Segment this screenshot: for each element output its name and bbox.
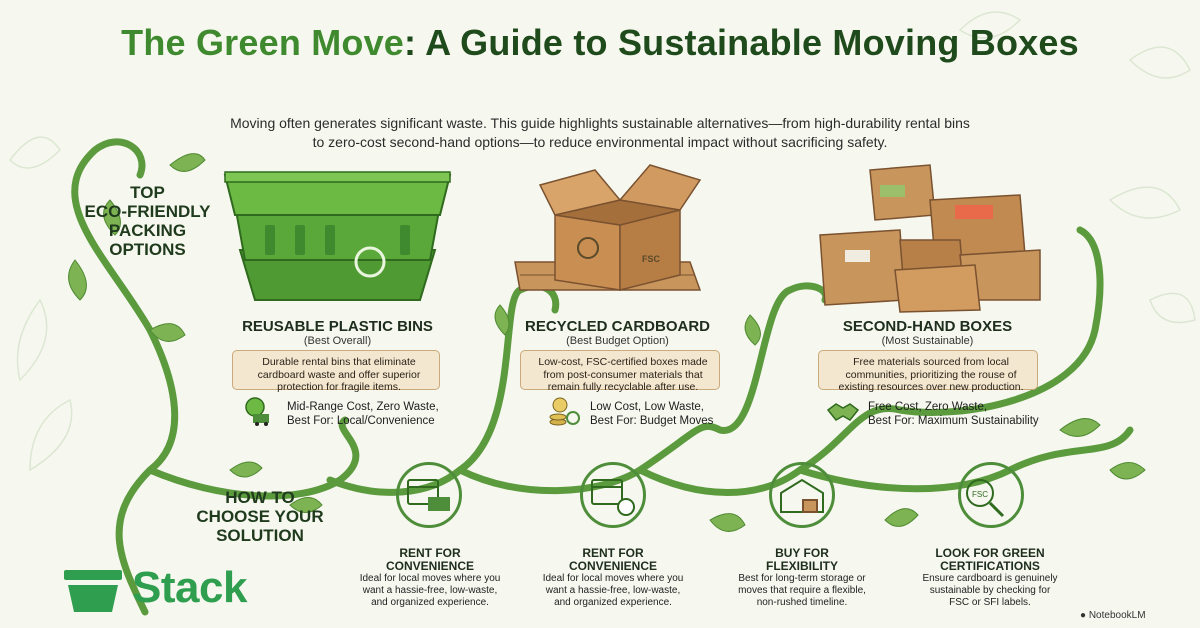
- globe-truck-icon: [243, 396, 273, 426]
- option-stats-line2: Best For: Maximum Sustainability: [868, 415, 1039, 427]
- option-stats: Low Cost, Low Waste, Best For: Budget Mo…: [590, 400, 730, 428]
- how-line3: SOLUTION: [216, 526, 304, 545]
- plastic-bins-illustration: [223, 171, 452, 301]
- stack-brand-name: Stack: [132, 563, 247, 612]
- step-desc-line3: non-rushed timeline.: [756, 597, 848, 608]
- step-desc-line3: FSC or SFI labels.: [949, 597, 1031, 608]
- step-desc-line2: sustainable by checking for: [929, 585, 1051, 596]
- step-green-certifications: LOOK FOR GREEN CERTIFICATIONS Ensure car…: [900, 547, 1080, 609]
- option-stats-line1: Mid-Range Cost, Zero Waste,: [287, 401, 439, 413]
- option-stats: Free Cost, Zero Waste, Best For: Maximum…: [868, 400, 1048, 428]
- option-description-tag: Low-cost, FSC-certified boxes made from …: [520, 350, 720, 393]
- step-title-line1: RENT FOR: [582, 546, 644, 560]
- top-options-line4: OPTIONS: [109, 240, 186, 259]
- vine-leaves: [68, 153, 1146, 532]
- step-desc-line1: Best for long-term storage or: [738, 573, 866, 584]
- step-title-line1: RENT FOR: [399, 546, 461, 560]
- title-highlight: The Green Move: [121, 22, 405, 63]
- option-subtitle: (Best Overall): [303, 335, 372, 347]
- option-title: SECOND-HAND BOXES: [842, 318, 1013, 335]
- how-line2: CHOOSE YOUR: [196, 507, 324, 526]
- top-options-line3: PACKING: [108, 221, 187, 240]
- step-rent-convenience-1: RENT FOR CONVENIENCE Ideal for local mov…: [340, 547, 520, 609]
- option-description-tag: Durable rental bins that eliminate cardb…: [232, 350, 440, 393]
- step-rent-convenience-2: RENT FOR CONVENIENCE Ideal for local mov…: [523, 547, 703, 609]
- stack-logo-icon: [64, 570, 122, 612]
- option-card-recycled-cardboard: RECYCLED CARDBOARD (Best Budget Option): [505, 318, 730, 347]
- option-subtitle: (Most Sustainable): [881, 335, 974, 347]
- option-title: REUSABLE PLASTIC BINS: [242, 318, 433, 335]
- step-desc-line2: want a hassie-free, low-waste,: [362, 585, 498, 596]
- option-stats-line1: Free Cost, Zero Waste,: [868, 401, 988, 413]
- background-leaves: [9, 11, 1196, 472]
- notebooklm-icon: ●: [1080, 610, 1087, 621]
- cardboard-box-illustration: [514, 164, 702, 291]
- step-title-line2: CONVENIENCE: [568, 559, 657, 573]
- step-title-line1: LOOK FOR GREEN: [935, 546, 1045, 560]
- step-title-line2: CONVENIENCE: [385, 559, 474, 573]
- option-description-tag: Free materials sourced from local commun…: [818, 350, 1038, 393]
- option-stats-line2: Best For: Local/Convenience: [287, 415, 435, 427]
- page-title: The Green Move: A Guide to Sustainable M…: [0, 22, 1200, 64]
- title-rest: : A Guide to Sustainable Moving Boxes: [404, 22, 1079, 63]
- step-title-line2: FLEXIBILITY: [766, 559, 838, 573]
- step-desc-line1: Ideal for local moves where you: [359, 573, 501, 584]
- step-circle-rent-1: [396, 462, 462, 528]
- top-options-line1: TOP: [130, 183, 165, 202]
- top-options-heading: TOP ECO-FRIENDLY PACKING OPTIONS: [60, 183, 235, 259]
- option-stats-line1: Low Cost, Low Waste,: [590, 401, 704, 413]
- credit-text: NotebookLM: [1088, 610, 1146, 621]
- step-title-line1: BUY FOR: [775, 546, 829, 560]
- step-circle-buy: [769, 462, 835, 528]
- step-buy-flexibility: BUY FOR FLEXIBILITY Best for long-term s…: [712, 547, 892, 609]
- coins-recycle-icon: [548, 396, 580, 428]
- option-card-second-hand-boxes: SECOND-HAND BOXES (Most Sustainable): [815, 318, 1040, 347]
- option-card-plastic-bins: REUSABLE PLASTIC BINS (Best Overall): [225, 318, 450, 347]
- handshake-icon: [826, 398, 860, 426]
- option-stats: Mid-Range Cost, Zero Waste, Best For: Lo…: [287, 400, 457, 428]
- notebooklm-credit: ● NotebookLM: [1080, 610, 1146, 621]
- step-circle-rent-2: [580, 462, 646, 528]
- top-options-line2: ECO-FRIENDLY: [84, 202, 211, 221]
- fsc-box-label: FSC: [642, 254, 661, 264]
- option-title: RECYCLED CARDBOARD: [524, 318, 710, 335]
- how-to-choose-heading: HOW TO CHOOSE YOUR SOLUTION: [190, 488, 330, 545]
- step-desc-line3: and organized experience.: [371, 597, 489, 608]
- step-title-line2: CERTIFICATIONS: [940, 559, 1040, 573]
- how-line1: HOW TO: [225, 488, 295, 507]
- intro-text: Moving often generates significant waste…: [230, 115, 970, 150]
- step-desc-line2: want a hassie-free, low-waste,: [545, 585, 681, 596]
- option-subtitle: (Best Budget Option): [566, 335, 669, 347]
- step-desc-line2: moves that require a flexible,: [738, 585, 866, 596]
- second-hand-boxes-illustration: [819, 164, 1041, 313]
- step-desc-line3: and organized experience.: [554, 597, 672, 608]
- step-desc-line1: Ideal for local moves where you: [542, 573, 684, 584]
- option-stats-line2: Best For: Budget Moves: [590, 415, 714, 427]
- step-desc-line1: Ensure cardboard is genuinely: [922, 573, 1058, 584]
- step-circle-certifications: [958, 462, 1024, 528]
